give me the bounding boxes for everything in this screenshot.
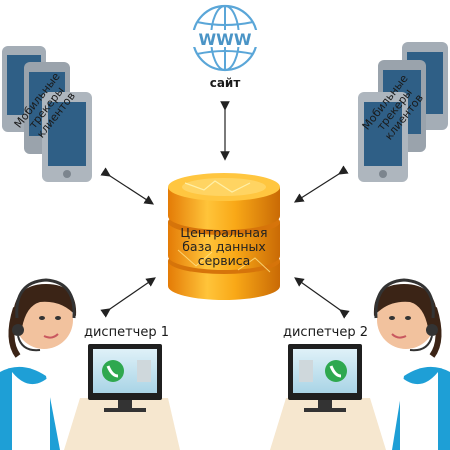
monitor-icon — [88, 344, 162, 412]
database-label-line-2: база данных — [182, 239, 266, 254]
arrow-operator1-db — [100, 277, 156, 318]
mobile-trackers-right — [358, 42, 448, 182]
database-label-line-3: сервиса — [197, 253, 251, 268]
database-label: Центральная база данных сервиса — [156, 226, 292, 268]
operator-avatar — [373, 278, 450, 450]
operator-2-workstation — [270, 278, 450, 450]
globe-icon: WWW — [188, 4, 262, 72]
operator-2-label: диспетчер 2 — [283, 325, 368, 340]
arrow-trackers-right-db — [293, 165, 349, 203]
operator-avatar — [0, 278, 77, 450]
connection-arrows — [100, 101, 350, 319]
arrow-operator2-db — [294, 277, 350, 319]
mobile-trackers-left — [2, 46, 92, 182]
arrow-trackers-left-db — [100, 167, 155, 205]
database-label-line-1: Центральная — [180, 225, 268, 240]
database-icon — [168, 173, 280, 300]
www-text: WWW — [199, 30, 252, 49]
phone-icon — [358, 92, 408, 182]
operator-1-label: диспетчер 1 — [84, 325, 169, 340]
monitor-icon — [288, 344, 362, 412]
operator-1-workstation — [0, 278, 180, 450]
phone-icon — [42, 92, 92, 182]
site-label: сайт — [209, 76, 241, 90]
